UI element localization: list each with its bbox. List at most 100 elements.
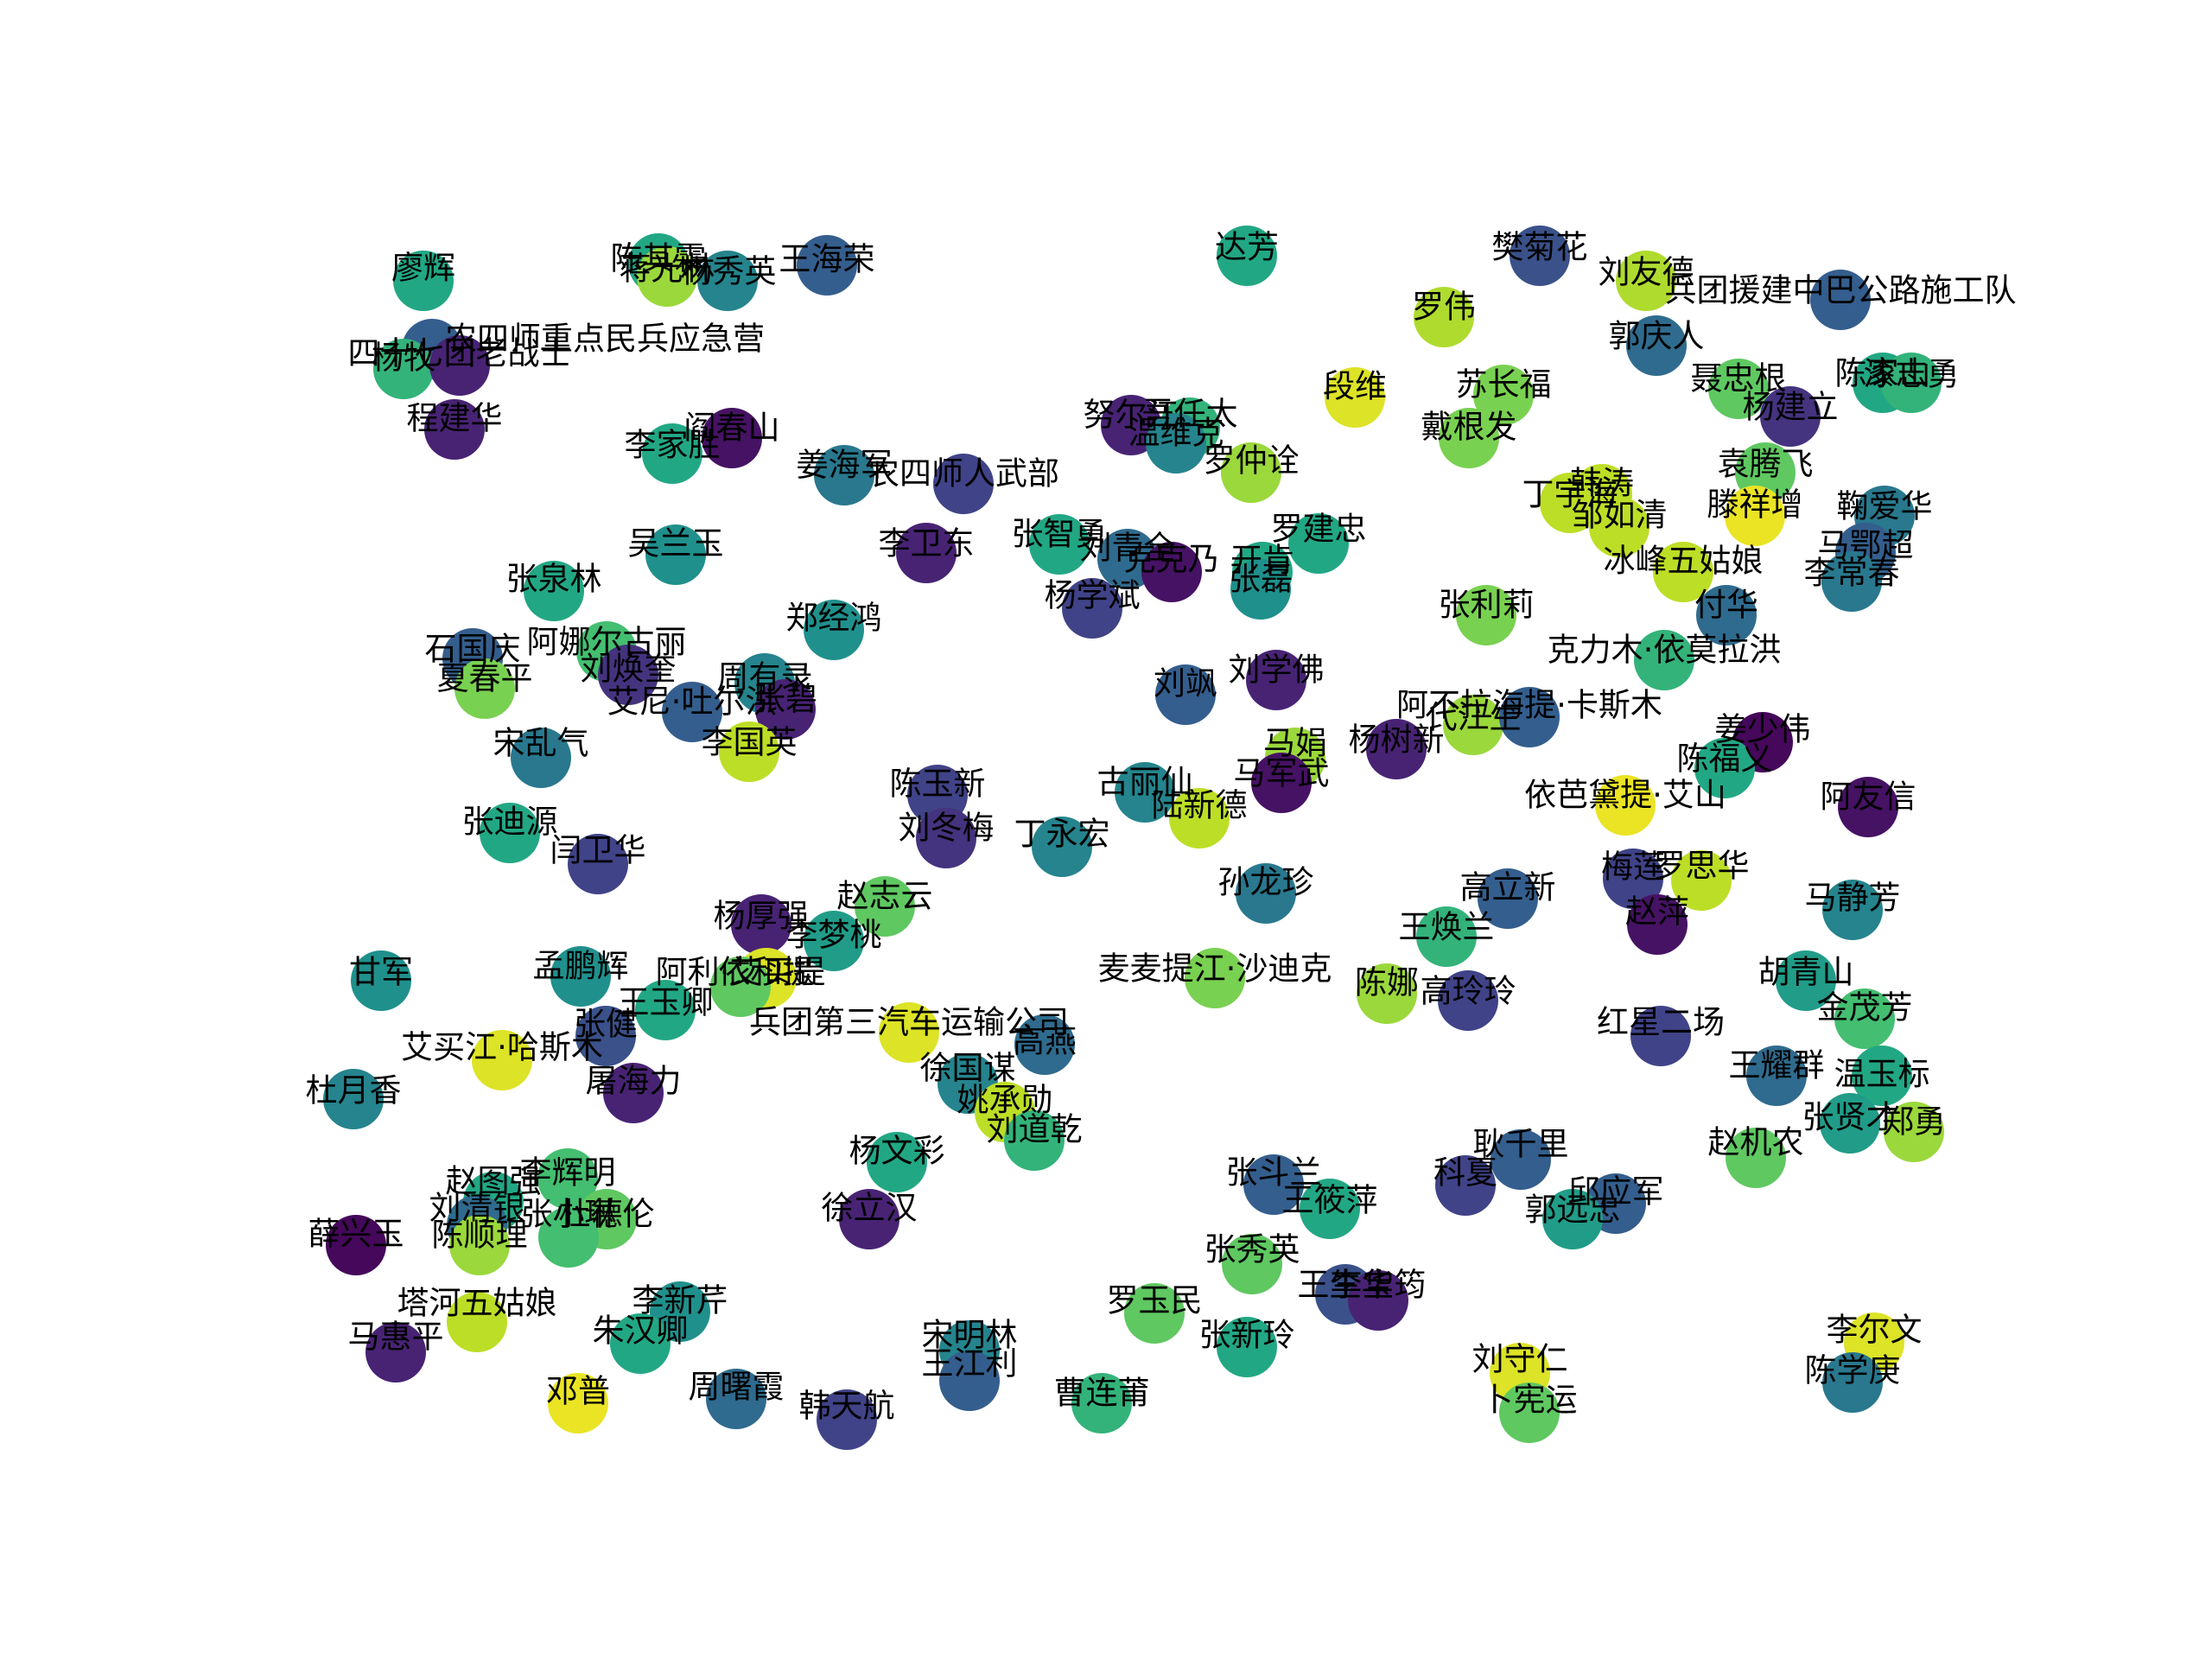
- node-label: 阿不拉海提·卡斯木: [1396, 687, 1662, 724]
- node-label: 代江生: [1426, 699, 1522, 736]
- node-circle: [1822, 880, 1883, 940]
- node-circle: [662, 682, 722, 742]
- node-circle: [1222, 1234, 1282, 1294]
- node-circle: [610, 1313, 671, 1374]
- node-label: 克力木·依莫拉洪: [1548, 632, 1782, 669]
- node-label: 张新玲: [1199, 1317, 1295, 1354]
- node-circle: [1230, 559, 1291, 620]
- node-label: 徐立汉: [822, 1190, 918, 1227]
- node-circle: [1155, 664, 1216, 725]
- node-layer: [323, 226, 1944, 1450]
- node-label: 刘守仁: [1472, 1341, 1568, 1378]
- node-circle: [1014, 1014, 1075, 1075]
- node-label: 李新芹: [632, 1282, 728, 1319]
- node-circle: [1300, 1179, 1360, 1239]
- node-circle: [1185, 948, 1245, 1008]
- node-circle: [1124, 1283, 1185, 1344]
- node-circle: [1491, 1129, 1551, 1190]
- node-circle: [1443, 695, 1503, 755]
- node-label: 宋明林: [922, 1317, 1018, 1354]
- node-label: 赵图强: [446, 1163, 542, 1200]
- node-label: 宋乱气: [493, 725, 589, 762]
- node-label: 漆志勇: [1864, 356, 1960, 393]
- node-circle: [1478, 868, 1538, 929]
- node-circle: [1603, 849, 1663, 909]
- node-label: 姜海军: [797, 447, 893, 484]
- node-label: 夏春平: [437, 660, 533, 697]
- node-label: 红星二场: [1597, 1004, 1725, 1041]
- node-label: 冰峰五姑娘: [1604, 543, 1764, 580]
- node-label: 塔河五姑娘: [397, 1285, 557, 1322]
- node-circle: [1251, 753, 1312, 813]
- node-circle: [1288, 513, 1349, 574]
- node-circle: [1595, 775, 1656, 836]
- node-label: 丁宇海: [1522, 476, 1618, 513]
- node-label: 罗玉民: [1107, 1282, 1203, 1319]
- node-label: 李宝筠: [1331, 1267, 1427, 1304]
- node-circle: [1696, 585, 1757, 645]
- node-circle: [550, 946, 611, 1007]
- node-circle: [817, 1389, 877, 1450]
- node-circle: [1540, 473, 1600, 533]
- node-circle: [710, 957, 771, 1017]
- node-label: 滕祥增: [1707, 486, 1803, 524]
- node-label: 王耀群: [1729, 1047, 1825, 1084]
- node-circle: [1435, 1155, 1496, 1216]
- node-label: 刘道乾: [987, 1111, 1083, 1148]
- node-label: 杜月香: [306, 1072, 402, 1109]
- node-label: 温玉标: [1834, 1056, 1930, 1093]
- node-circle: [1653, 542, 1713, 602]
- node-label: 李国英: [702, 724, 798, 761]
- node-label: 陆新德: [1152, 787, 1248, 824]
- node-circle: [326, 1215, 386, 1275]
- node-circle: [706, 1369, 766, 1429]
- node-circle: [538, 1207, 599, 1268]
- node-label: 邱应军: [1568, 1173, 1664, 1211]
- node-label: 邓普: [546, 1373, 610, 1410]
- node-label: 罗思华: [1654, 848, 1750, 885]
- node-label: 邹如清: [1572, 497, 1668, 534]
- node-circle: [1627, 894, 1688, 955]
- node-label: 韩天航: [799, 1388, 895, 1425]
- node-circle: [424, 399, 485, 460]
- node-label: 杨厚强: [714, 898, 810, 935]
- node-label: 张迪源: [462, 804, 558, 841]
- node-circle: [1217, 226, 1277, 286]
- node-circle: [1852, 1046, 1912, 1106]
- node-label: 李尔文: [1827, 1312, 1923, 1349]
- node-circle: [1725, 486, 1785, 546]
- node-label: 努尔江: [1084, 397, 1179, 434]
- node-label: 姚承勋: [957, 1082, 1053, 1119]
- node-label: 依芭黛提·艾山: [1524, 777, 1726, 814]
- node-circle: [1146, 413, 1206, 474]
- node-circle: [1589, 497, 1649, 557]
- node-circle: [1473, 365, 1534, 425]
- node-circle: [351, 950, 411, 1011]
- node-circle: [373, 339, 434, 399]
- node-label: 高燕: [1013, 1023, 1077, 1060]
- node-circle: [447, 1292, 507, 1352]
- node-circle: [1616, 251, 1676, 311]
- node-label: 孙龙珍: [1218, 864, 1314, 901]
- node-circle: [635, 980, 696, 1040]
- node-circle: [1542, 1189, 1603, 1249]
- node-label: 屠海力: [586, 1063, 682, 1100]
- node-circle: [1821, 551, 1882, 612]
- node-circle: [1822, 1352, 1883, 1413]
- node-circle: [1325, 367, 1385, 428]
- node-circle: [637, 246, 697, 307]
- node-circle: [449, 1215, 510, 1275]
- node-label: 张秀英: [1205, 1231, 1300, 1268]
- node-circle: [1810, 270, 1871, 330]
- node-label: 赵机农: [1708, 1124, 1804, 1161]
- node-label: 闫卫华: [550, 832, 646, 869]
- node-label: 依和提: [719, 954, 815, 991]
- node-label: 陈玉新: [890, 766, 986, 803]
- node-label: 兵团援建中巴公路施工队: [1665, 272, 2017, 309]
- node-label: 四十七团老战士: [348, 335, 572, 372]
- node-label: 科夏: [1433, 1154, 1497, 1192]
- node-circle: [575, 1006, 636, 1066]
- node-circle: [1416, 906, 1477, 967]
- node-circle: [1004, 1110, 1065, 1171]
- node-label: 王玉卿: [618, 984, 714, 1021]
